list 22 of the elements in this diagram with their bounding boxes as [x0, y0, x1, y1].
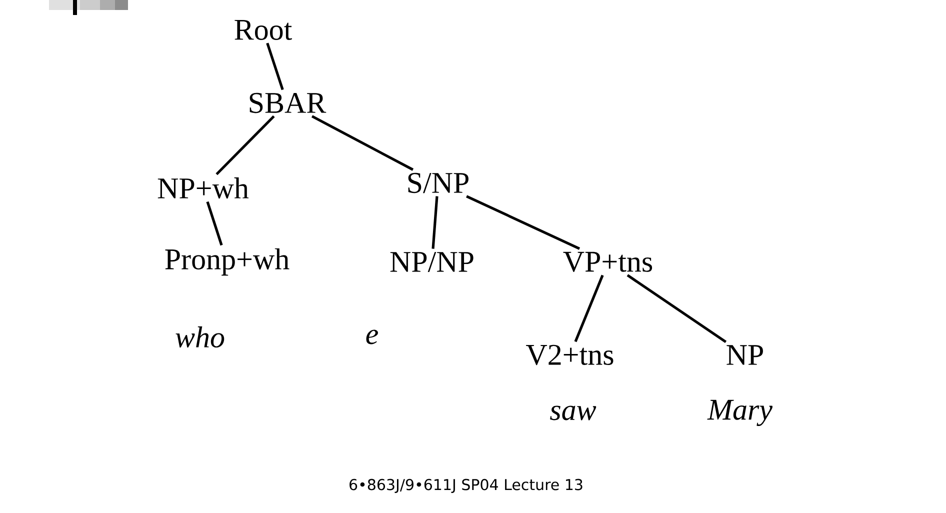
tree-branch	[574, 274, 604, 342]
tree-branch	[216, 115, 275, 176]
tree-branch	[311, 115, 414, 171]
tree-label: NP+wh	[158, 177, 249, 199]
tree-label: Root	[234, 20, 292, 40]
tree-label: NP	[726, 345, 763, 365]
tree-branch	[206, 201, 223, 246]
word-label: who	[176, 326, 224, 348]
tree-label: V2+tns	[526, 344, 614, 366]
tree-branch	[266, 42, 284, 90]
word-label: Mary	[707, 400, 772, 426]
tree-label: VP+tns	[563, 252, 652, 272]
tree-label: SBAR	[250, 92, 326, 114]
word-label: saw	[550, 406, 596, 420]
word-label: e	[366, 330, 378, 344]
tree-branch	[626, 274, 727, 344]
tree-label: NP/NP	[390, 252, 474, 272]
footer-caption: 6•863J/9•611J SP04 Lecture 13	[350, 478, 582, 494]
tree-label: Pronp+wh	[165, 248, 290, 276]
tree-branch	[432, 196, 438, 249]
tree-label: S/NP	[408, 172, 468, 194]
tree-branch	[466, 195, 580, 250]
